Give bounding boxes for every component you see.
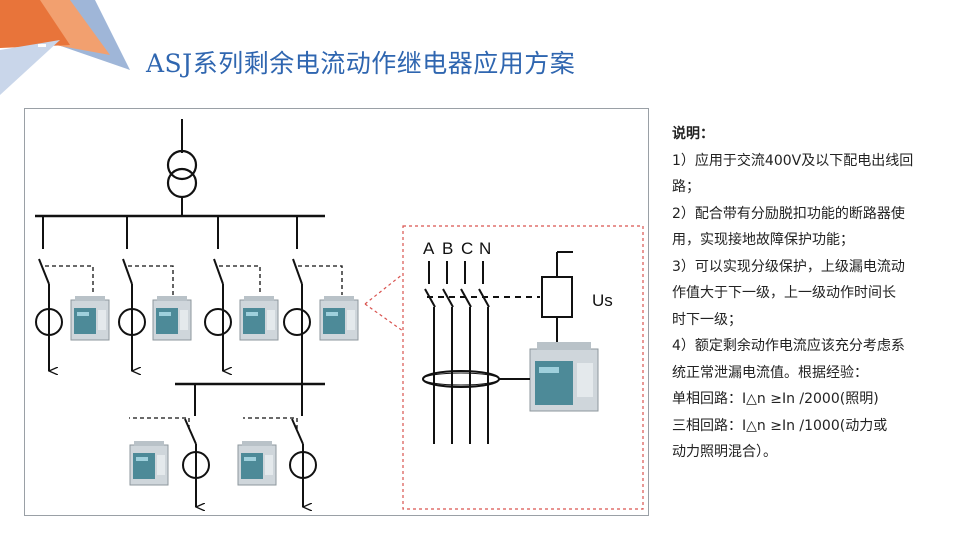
notes-panel: 说明： 1）应用于交流400V及以下配电出线回 路； 2）配合带有分励脱扣功能的… [672, 121, 952, 466]
relay-device [319, 295, 359, 341]
corner-decoration [0, 0, 130, 95]
wiring-diagram: A B C N Us [35, 119, 644, 517]
feeder-branches [35, 216, 311, 384]
phase-label-c: C [461, 239, 473, 258]
sub-busbar [175, 382, 325, 507]
detail-callout [364, 225, 644, 510]
notes-heading: 说明： [672, 126, 714, 142]
note-item-2-line-1: 2）配合带有分励脱扣功能的断路器使 [672, 205, 905, 222]
note-item-3-line-1: 3）可以实现分级保护，上级漏电流动 [672, 258, 905, 275]
diagram-panel: A B C N Us [24, 108, 649, 516]
note-item-2-line-2: 用，实现接地故障保护功能； [672, 232, 854, 248]
relay-device [237, 440, 277, 486]
relay-device [129, 440, 169, 486]
transformer-symbol [166, 119, 198, 216]
phase-label-n: N [479, 239, 491, 258]
shunt-trip-coil [541, 251, 573, 349]
three-phase-formula-line-1: 三相回路：I△n ≥In /1000(动力或 [672, 417, 888, 434]
voltage-label: Us [592, 291, 613, 310]
note-item-4-line-2: 统正常泄漏电流值。根据经验： [672, 364, 868, 381]
note-item-1-line-2: 路； [672, 179, 700, 195]
relay-device-detail [529, 342, 599, 412]
relay-device [239, 295, 279, 341]
phase-label-b: B [442, 239, 453, 258]
page-title: ASJ系列剩余电流动作继电器应用方案 [146, 49, 576, 78]
trip-links [45, 265, 343, 429]
note-item-1-line-1: 1）应用于交流400V及以下配电出线回 [672, 152, 914, 169]
relay-device [152, 295, 192, 341]
phase-label-a: A [423, 239, 435, 258]
detail-conductors [422, 261, 500, 444]
relay-device [70, 295, 110, 341]
three-phase-formula-line-2: 动力照明混合）。 [672, 444, 777, 460]
note-item-4-line-1: 4）额定剩余动作电流应该充分考虑系 [672, 338, 905, 354]
note-item-3-line-2: 作值大于下一级，上一级动作时间长 [672, 285, 896, 301]
note-item-3-line-3: 时下一级； [672, 311, 742, 328]
single-phase-formula: 单相回路：I△n ≥In /2000(照明) [672, 391, 879, 407]
